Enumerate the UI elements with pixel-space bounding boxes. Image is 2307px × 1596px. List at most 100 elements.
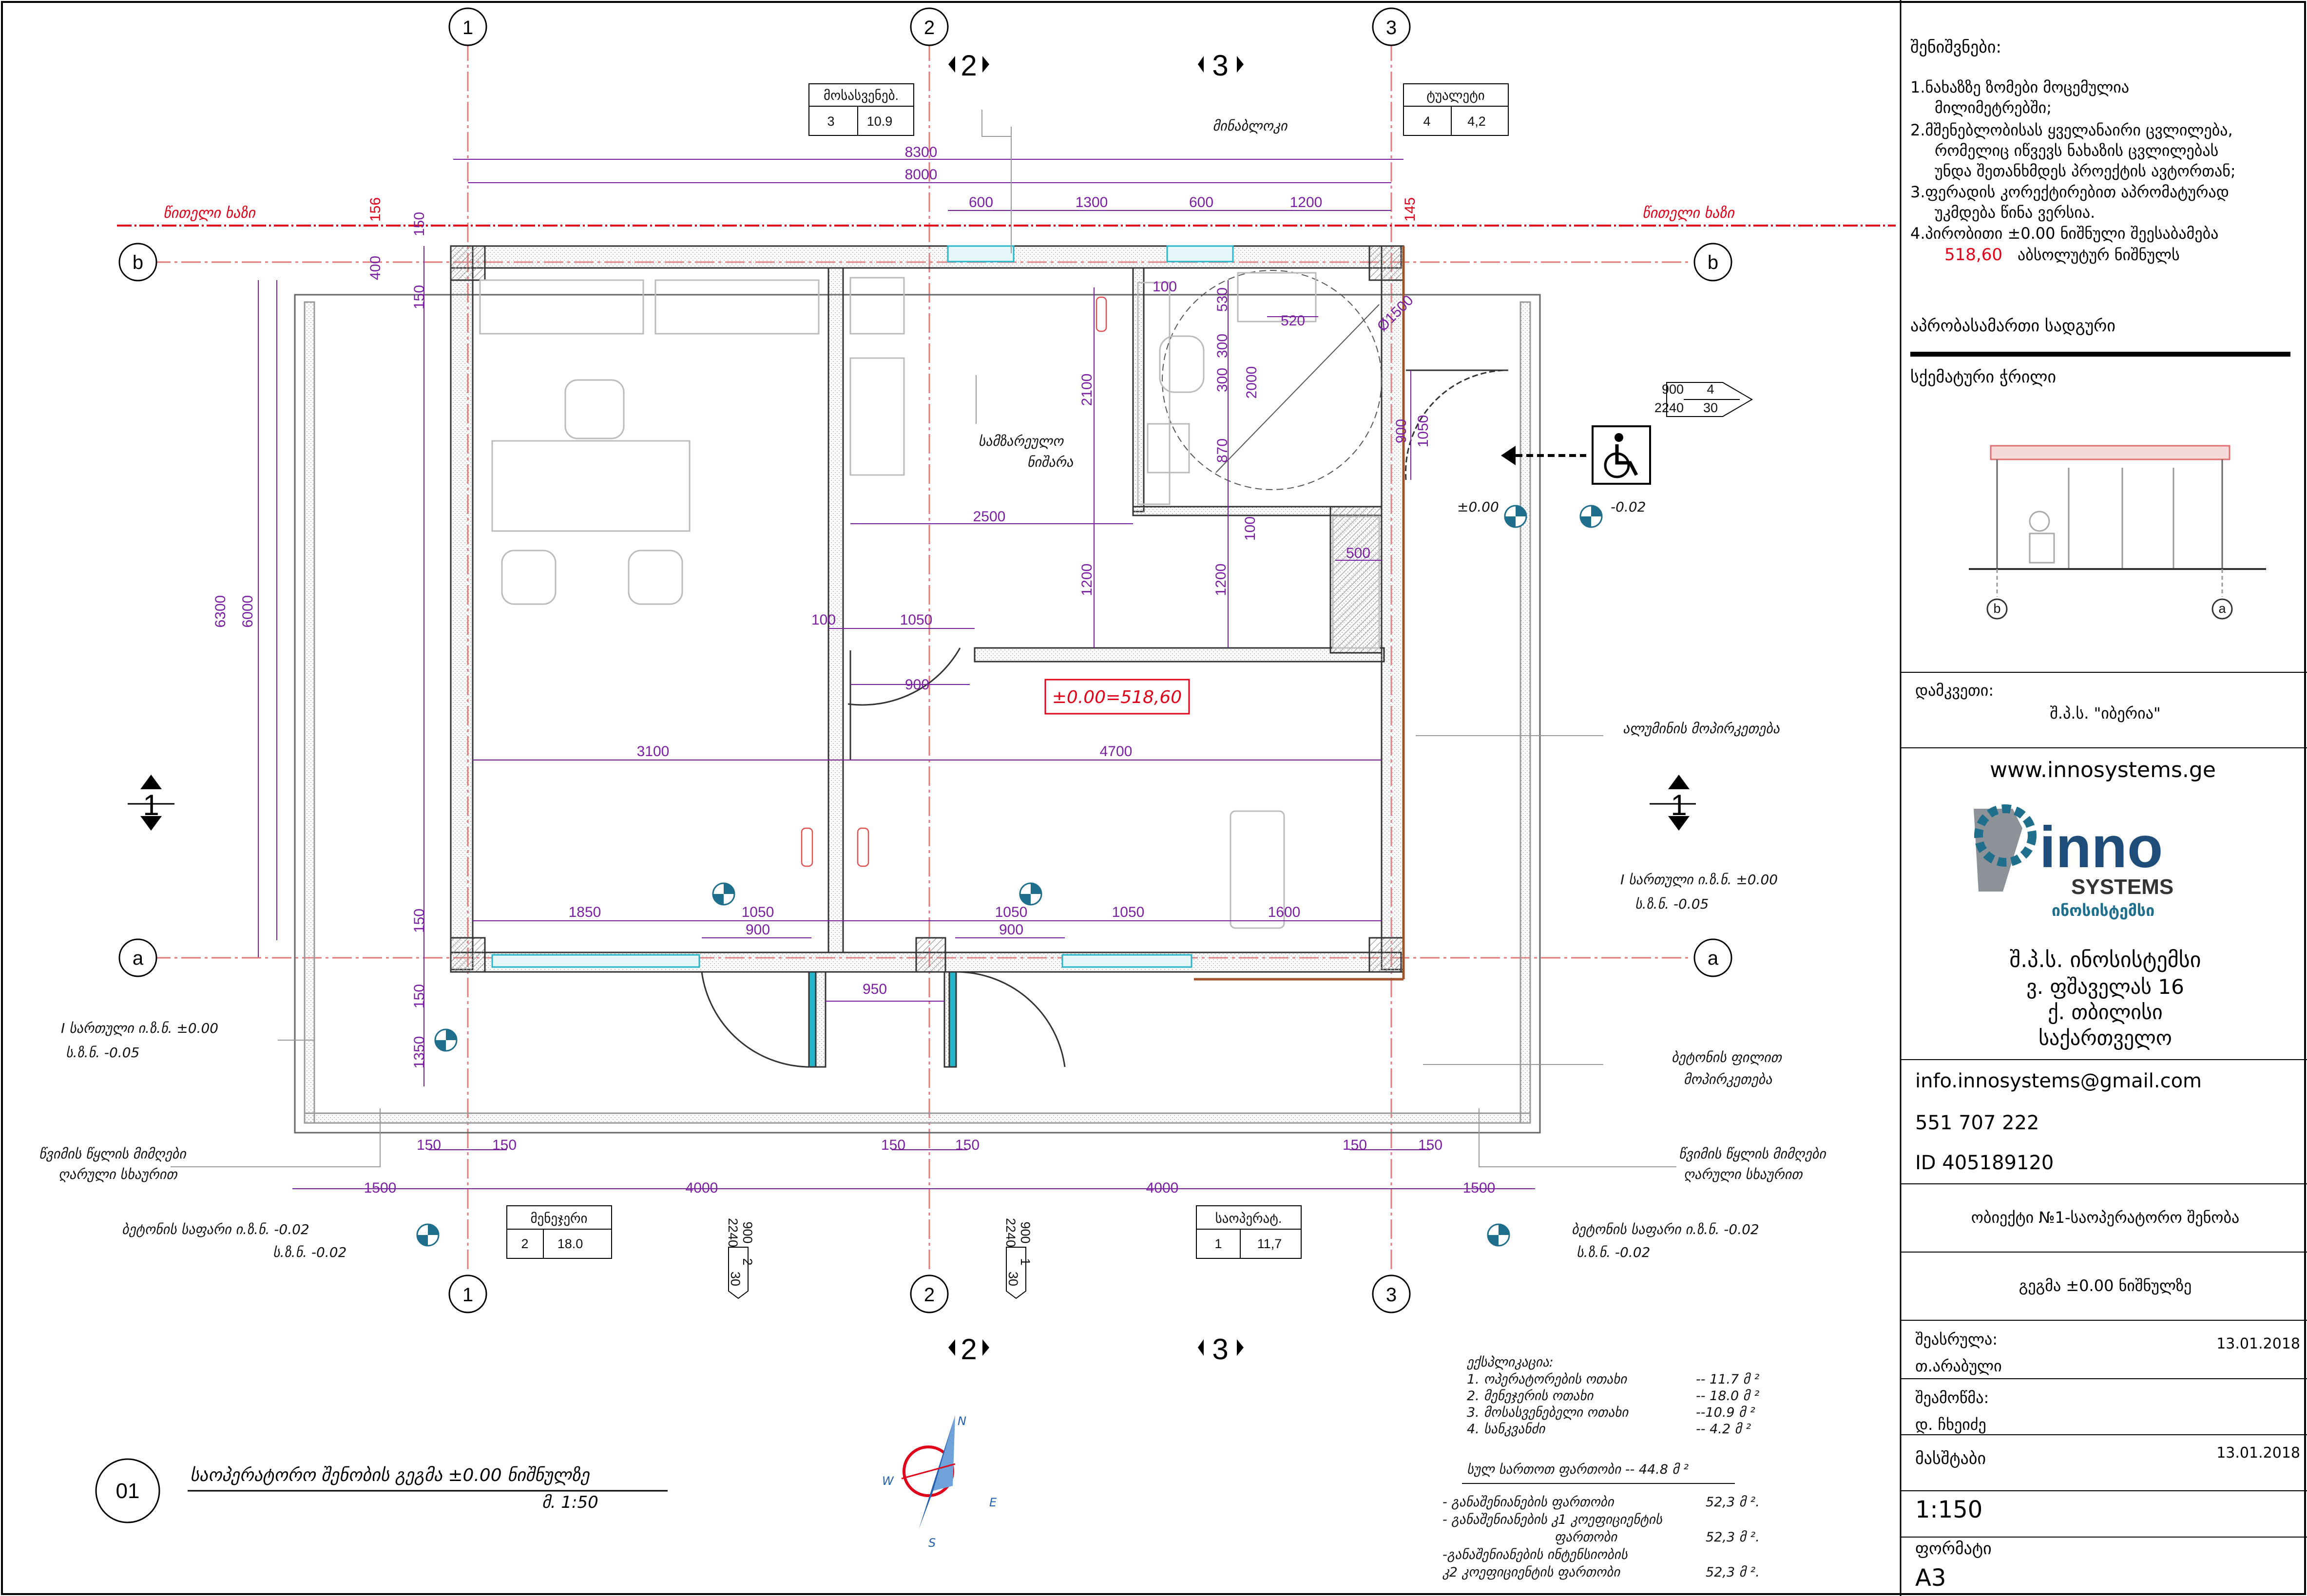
label-concrete-right-2: ს.ზ.ნ. -0.02 bbox=[1576, 1244, 1650, 1260]
door-tag-detail: 30 bbox=[1006, 1272, 1020, 1286]
fire-extinguisher-icon bbox=[857, 827, 869, 867]
dim-inner: 500 bbox=[1346, 545, 1370, 561]
format-value: A3 bbox=[1915, 1564, 1946, 1592]
company-address-2: ქ. თბილისი bbox=[2048, 1000, 2162, 1024]
dim-inner: 4700 bbox=[1100, 743, 1133, 760]
section-mark-3-bottom: 3 bbox=[1198, 1333, 1244, 1366]
axis-label-b-left: b bbox=[133, 252, 143, 273]
dim-top-seg: 600 bbox=[969, 194, 993, 210]
label-drain-left-2: ღარული სხაურით bbox=[58, 1166, 178, 1182]
dim-inner: 870 bbox=[1214, 438, 1230, 463]
label-concrete-left: ბეტონის საფარი ი.ზ.ნ. -0.02 bbox=[122, 1221, 309, 1237]
section-subtitle: სქემატური ჭრილი bbox=[1910, 367, 2056, 387]
door-tag-height: 2240 bbox=[1654, 400, 1684, 415]
section-label-2-bottom: 2 bbox=[961, 1333, 977, 1366]
note-line: მილიმეტრებში; bbox=[1935, 98, 2052, 117]
section-mark-1-right: 1 bbox=[1650, 775, 1697, 831]
company-phone: 551 707 222 bbox=[1915, 1112, 2039, 1134]
turning-circle bbox=[1162, 270, 1382, 490]
dimension-lines bbox=[258, 159, 1535, 1189]
dim-bottom-total: 4000 bbox=[1146, 1180, 1179, 1196]
compass-west-label: W bbox=[882, 1474, 894, 1488]
dim-bottom-total: 1500 bbox=[1463, 1180, 1496, 1196]
section-mark-2-bottom: 2 bbox=[948, 1333, 989, 1366]
axis-label-a-left: a bbox=[133, 948, 144, 969]
explication-title: ექსპლიკაცია: bbox=[1466, 1355, 1554, 1370]
label-kitchen-2: ნიშარა bbox=[1027, 454, 1074, 470]
room-tag-title: მენეჯერი bbox=[530, 1211, 587, 1226]
dim-left: 6300 bbox=[212, 595, 229, 628]
label-drain-right: წვიმის წყლის მიმღები bbox=[1679, 1146, 1826, 1162]
dim-left: 150 bbox=[411, 909, 427, 933]
company-name: შ.პ.ს. ინოსისტემსი bbox=[2009, 948, 2201, 972]
explication-row-value: -- 18.0 მ ² bbox=[1696, 1388, 1759, 1404]
dimension-texts: 8300 8000 600 1300 600 1200 156 145 150 … bbox=[212, 144, 1495, 1196]
explication-line: კ2 კოეფიციენტის ფართობი bbox=[1442, 1565, 1621, 1580]
leader-lines bbox=[171, 110, 1676, 1167]
label-kitchen: სამზარეულო bbox=[979, 433, 1065, 449]
door-tag-width: 900 bbox=[1018, 1221, 1033, 1243]
note-line: 2.მშენებლობისას ყველანაირი ცვლილება, bbox=[1910, 121, 2233, 139]
label-level-minus: -0.02 bbox=[1611, 499, 1646, 515]
sheet-title-text: საოპერატორო შენობის გეგმა ±0.00 ნიშნულზე bbox=[190, 1465, 590, 1485]
compass-north-label: N bbox=[958, 1414, 966, 1428]
dim-bottom-small: 150 bbox=[417, 1137, 441, 1153]
mini-axis-a: a bbox=[2218, 601, 2226, 616]
explication-row-value: -- 11.7 მ ² bbox=[1696, 1372, 1759, 1387]
fire-extinguishers bbox=[801, 296, 1107, 867]
note-tail: აბსოლუტურ ნიშნულს bbox=[2018, 246, 2180, 264]
fire-extinguisher-icon bbox=[1096, 296, 1107, 332]
sheet-title: 01 საოპერატორო შენობის გეგმა ±0.00 ნიშნუ… bbox=[95, 1458, 668, 1523]
label-drain-left: წვიმის წყლის მიმღები bbox=[39, 1146, 187, 1162]
dim-inner: 900 bbox=[999, 922, 1023, 938]
room-tag-rest: მოსასვენებ. 3 10.9 bbox=[808, 83, 914, 136]
ground-level-box: ±0.00=518,60 bbox=[1044, 679, 1190, 715]
company-email: info.innosystems@gmail.com bbox=[1915, 1070, 2202, 1092]
red-line: წითელი ხაზი წითელი ხაზი bbox=[117, 205, 1896, 227]
room-tag-area: 18.0 bbox=[558, 1236, 583, 1251]
executed-date: 13.01.2018 bbox=[2216, 1335, 2300, 1352]
dim-bottom-small: 150 bbox=[492, 1137, 517, 1153]
section-mark-2-top: 2 bbox=[948, 49, 989, 82]
section-label-1-right: 1 bbox=[1671, 789, 1687, 821]
explication-line: -განაშენიანების ინტენსიობის bbox=[1442, 1547, 1628, 1562]
dim-inner: 2500 bbox=[973, 509, 1006, 525]
axis-label-b-right: b bbox=[1708, 252, 1718, 273]
room-tag-area: 10.9 bbox=[867, 114, 893, 129]
explication-row-n: 2. bbox=[1467, 1388, 1480, 1404]
concrete-platform bbox=[294, 294, 1541, 1134]
explication-row-name: მენეჯერის ოთახი bbox=[1484, 1388, 1594, 1404]
company-id: ID 405189120 bbox=[1915, 1152, 2054, 1174]
door-tag-width: 900 bbox=[740, 1221, 755, 1243]
explication-row-n: 4. bbox=[1467, 1422, 1480, 1437]
dim-inner: 520 bbox=[1281, 313, 1305, 329]
dim-inner: 1200 bbox=[1079, 564, 1095, 596]
door-tag-detail: 30 bbox=[1703, 400, 1718, 415]
section-mark-1-left: 1 bbox=[128, 775, 174, 831]
door-tag-detail: 30 bbox=[728, 1272, 743, 1286]
label-concrete-slab: ბეტონის ფილით bbox=[1672, 1049, 1783, 1065]
explication-row-n: 3. bbox=[1467, 1405, 1480, 1420]
room-tag-number: 3 bbox=[827, 114, 834, 129]
client-label: დამკვეთი: bbox=[1915, 681, 1994, 700]
dim-inner: 1050 bbox=[995, 904, 1028, 920]
dim-inner: 1050 bbox=[742, 904, 774, 920]
dim-red-offset: 145 bbox=[1402, 197, 1418, 222]
turning-circle-diameter bbox=[1215, 304, 1380, 473]
scale-label: მასშტაბი bbox=[1915, 1449, 1986, 1468]
section-markers: 2 3 1 1 2 bbox=[128, 49, 1697, 1366]
plan-title: გეგმა ±0.00 ნიშნულზე bbox=[2019, 1276, 2192, 1295]
label-concrete-right: ბეტონის საფარი ი.ზ.ნ. -0.02 bbox=[1572, 1221, 1759, 1237]
dim-bottom-total: 1500 bbox=[364, 1180, 397, 1196]
compass-south-label: S bbox=[928, 1536, 936, 1550]
dim-top-seg: 600 bbox=[1189, 194, 1213, 210]
axis-label-3-top: 3 bbox=[1386, 17, 1397, 38]
dim-inner: 530 bbox=[1214, 287, 1230, 312]
compass-east-label: E bbox=[989, 1496, 997, 1509]
room-tag-title: ტუალეტი bbox=[1426, 88, 1485, 103]
dim-bottom-small: 150 bbox=[1343, 1137, 1367, 1153]
explication-line: - განაშენიანების ფართობი bbox=[1442, 1495, 1615, 1510]
company-address-3: საქართველო bbox=[2038, 1026, 2172, 1050]
label-floor-right-2: ს.ზ.ნ. -0.05 bbox=[1635, 896, 1709, 912]
